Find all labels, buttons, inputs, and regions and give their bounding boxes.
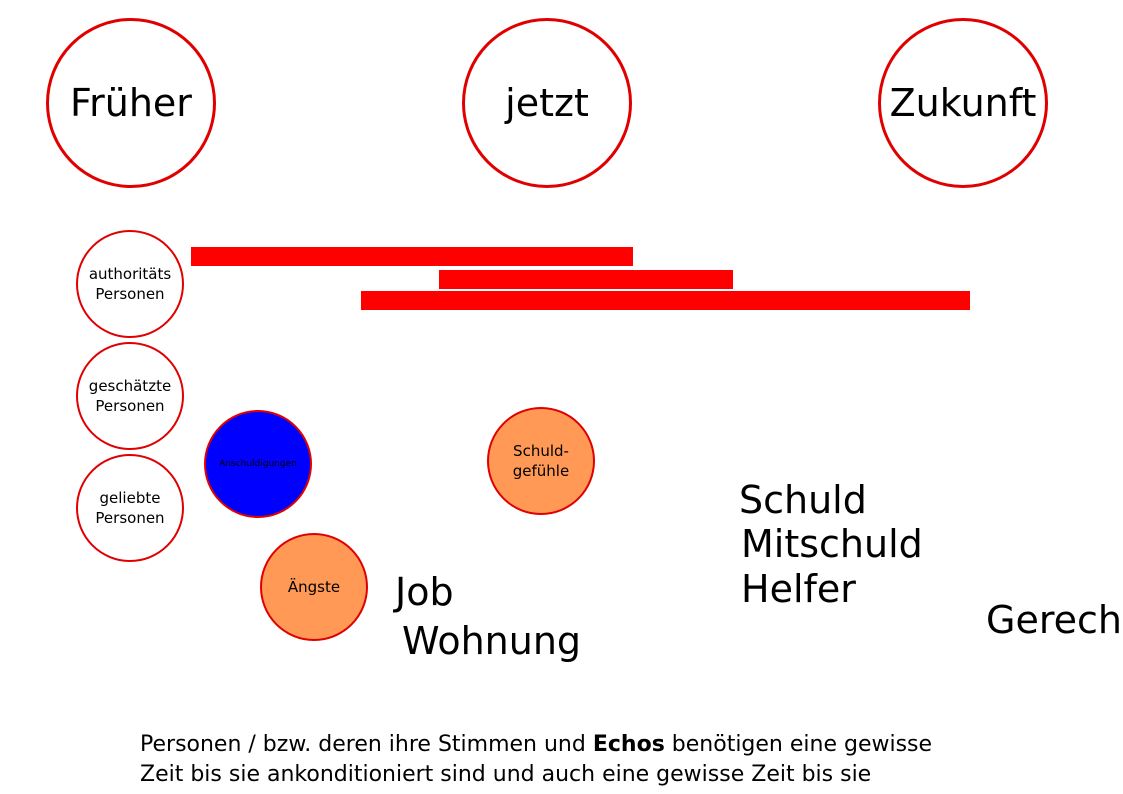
loved-persons-label: geliebte Personen (95, 488, 165, 527)
valued-persons-circle: geschätzte Personen (76, 342, 184, 450)
fears-bubble: Ängste (260, 533, 368, 641)
now-label: jetzt (505, 81, 589, 125)
authority-duration-bar (191, 247, 633, 266)
past-circle: Früher (46, 18, 216, 188)
job-word: Job (395, 570, 454, 614)
now-circle: jetzt (462, 18, 632, 188)
guilt-feelings-bubble: Schuld- gefühle (487, 407, 595, 515)
future-label: Zukunft (889, 81, 1037, 125)
future-circle: Zukunft (878, 18, 1048, 188)
middle-duration-bar (439, 270, 733, 289)
helper-word: Helfer (741, 567, 856, 611)
housing-word: Wohnung (402, 619, 582, 663)
authority-persons-circle: authoritäts Personen (76, 230, 184, 338)
complicity-word: Mitschuld (741, 522, 923, 566)
authority-persons-label: authoritäts Personen (88, 264, 172, 303)
loved-persons-circle: geliebte Personen (76, 454, 184, 562)
accusations-bubble: Anschuldigungen (204, 410, 312, 518)
echos-emphasis: Echos (592, 732, 665, 757)
guilt-feelings-label: Schuld- gefühle (512, 441, 570, 480)
justice-word: Gerech (986, 598, 1122, 642)
caption-text: Personen / bzw. deren ihre Stimmen und E… (140, 732, 933, 787)
accusations-label: Anschuldigungen (219, 459, 297, 469)
past-label: Früher (70, 81, 192, 125)
fears-label: Ängste (287, 577, 341, 596)
valued-persons-label: geschätzte Personen (88, 376, 172, 415)
guilt-word: Schuld (739, 478, 867, 522)
long-duration-bar (361, 291, 970, 310)
